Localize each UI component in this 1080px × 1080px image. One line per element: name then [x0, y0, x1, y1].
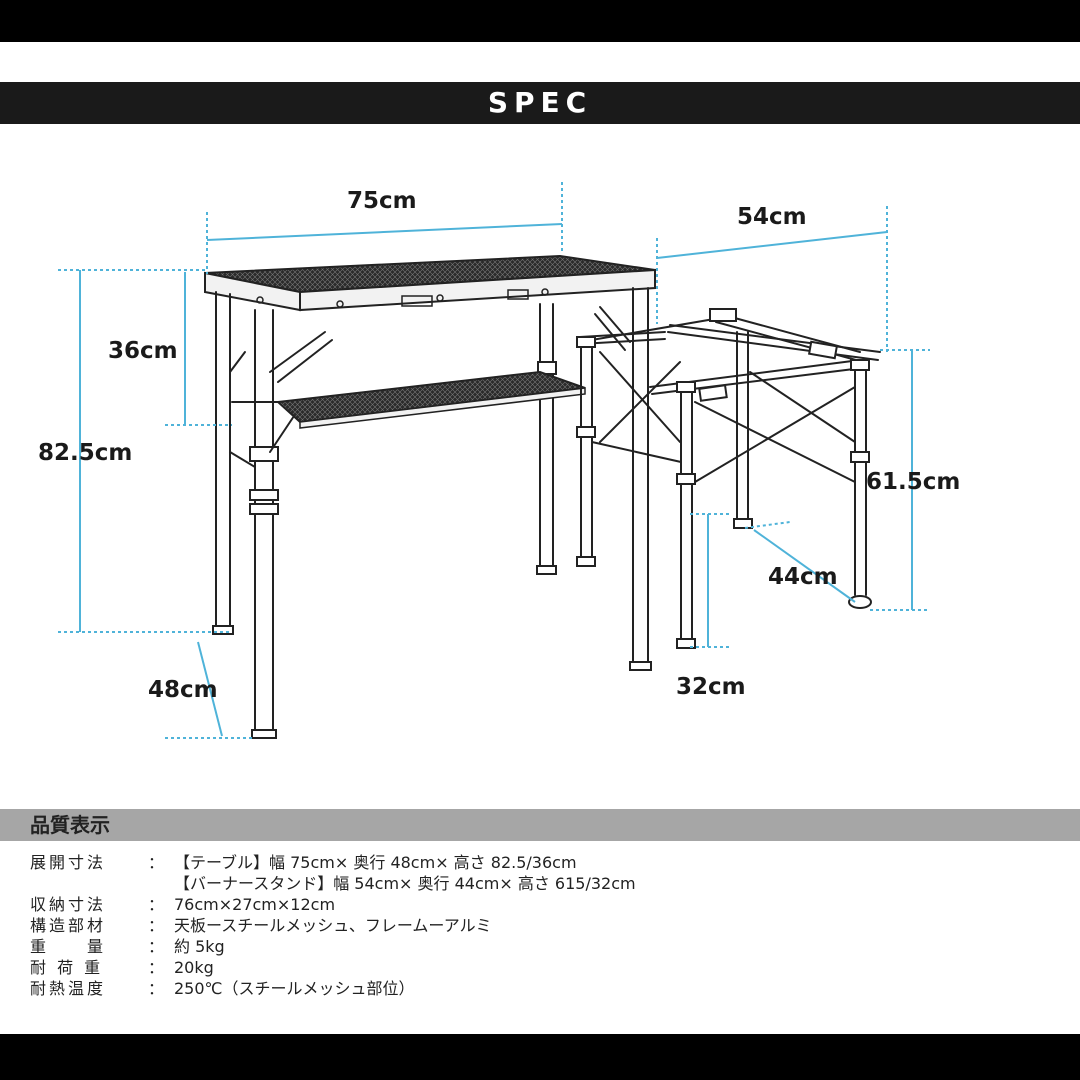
dim-table-low-height: 36cm — [108, 338, 178, 364]
spec-label: 収納寸法 — [30, 895, 107, 914]
spec-value: 76cm×27cm×12cm — [174, 895, 336, 914]
quality-spec-list: 展開寸法 ： 【テーブル】幅 75cm× 奥行 48cm× 高さ 82.5/36cm… — [30, 852, 636, 999]
burner-stand-drawing — [576, 308, 881, 649]
spec-label: 重 量 — [30, 937, 107, 956]
spec-value: 【テーブル】幅 75cm× 奥行 48cm× 高さ 82.5/36cm — [174, 853, 577, 872]
spec-label: 構造部材 — [30, 916, 107, 935]
spec-colon: ： — [148, 895, 165, 914]
quality-title: 品質表示 — [30, 813, 110, 837]
product-diagram: 75cm 54cm 36cm 82.5cm 61.5cm 44cm 48cm 3… — [0, 42, 1080, 802]
spec-row: 収納寸法 ： 76cm×27cm×12cm — [30, 894, 636, 915]
spec-colon — [148, 873, 174, 894]
spec-label: 耐 荷 重 — [30, 958, 104, 977]
dim-burner-depth: 44cm — [768, 564, 838, 590]
spec-colon: ： — [148, 916, 165, 935]
spec-row: 【バーナースタンド】幅 54cm× 奥行 44cm× 高さ 615/32cm — [30, 873, 636, 894]
dim-burner-low-height: 32cm — [676, 674, 746, 700]
dimension-lines — [58, 182, 930, 739]
spec-page: SPEC — [0, 42, 1080, 1034]
spec-label: 展開寸法 — [30, 853, 107, 872]
spec-title: SPEC — [487, 86, 593, 119]
spec-colon: ： — [148, 958, 165, 977]
spec-value: 【バーナースタンド】幅 54cm× 奥行 44cm× 高さ 615/32cm — [174, 874, 636, 893]
spec-value: 250℃（スチールメッシュ部位） — [174, 979, 415, 998]
spec-label: 耐熱温度 — [30, 979, 107, 998]
spec-row: 耐熱温度 ： 250℃（スチールメッシュ部位） — [30, 978, 636, 999]
quality-header: 品質表示 — [0, 809, 1080, 841]
spec-colon: ： — [148, 979, 165, 998]
spec-row: 重 量 ： 約 5kg — [30, 936, 636, 957]
spec-row: 構造部材 ： 天板ースチールメッシュ、フレームーアルミ — [30, 915, 636, 936]
table-drawing — [204, 254, 656, 739]
table-illustration — [58, 182, 930, 739]
spec-colon: ： — [148, 937, 165, 956]
spec-colon: ： — [148, 853, 165, 872]
spec-value: 20kg — [174, 958, 214, 977]
dim-table-width: 75cm — [347, 188, 417, 214]
spec-row: 耐 荷 重 ： 20kg — [30, 957, 636, 978]
spec-value: 約 5kg — [174, 937, 225, 956]
dim-burner-width: 54cm — [737, 204, 807, 230]
dim-burner-height: 61.5cm — [866, 469, 961, 495]
spec-value: 天板ースチールメッシュ、フレームーアルミ — [174, 916, 492, 935]
spec-header: SPEC — [0, 82, 1080, 124]
dim-table-height: 82.5cm — [38, 440, 133, 466]
spec-row: 展開寸法 ： 【テーブル】幅 75cm× 奥行 48cm× 高さ 82.5/36cm — [30, 852, 636, 873]
dim-table-depth: 48cm — [148, 677, 218, 703]
spec-label — [30, 873, 148, 894]
